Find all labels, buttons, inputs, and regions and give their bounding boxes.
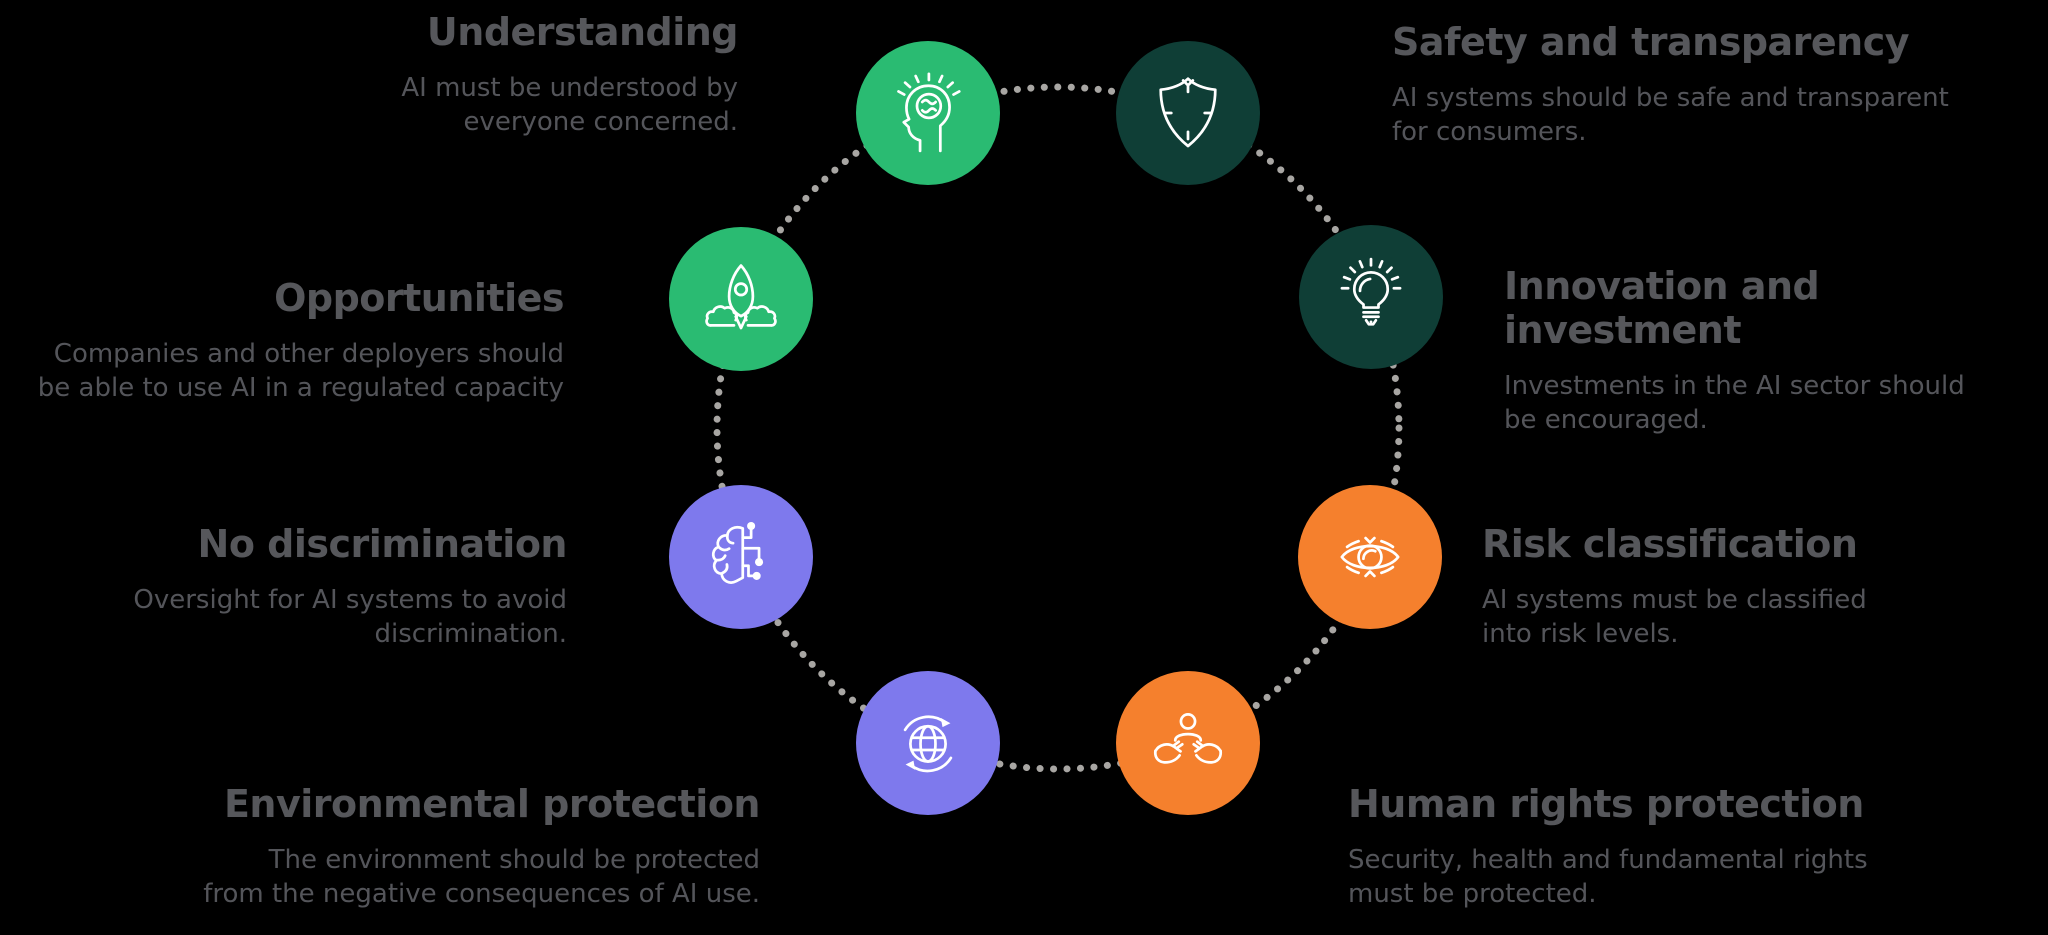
opportunities-badge <box>669 227 813 371</box>
shield-icon <box>1159 77 1217 148</box>
dotted-ring-circle <box>713 83 1403 773</box>
item-title: Environmental protection <box>223 782 761 826</box>
item-innovation-and-investment: Innovation and investment Investments in… <box>1504 264 1965 438</box>
item-description: AI systems must be classified into risk … <box>1482 585 1867 649</box>
environmental-badge <box>856 671 1000 815</box>
no-discrimination-badge <box>669 485 813 629</box>
globe-recycle-icon <box>903 715 953 773</box>
item-title: Opportunities <box>274 276 564 320</box>
item-understanding: Understanding AI must be understood by e… <box>401 10 738 140</box>
item-description: Companies and other deployers should be … <box>37 339 564 403</box>
item-human-rights-protection: Human rights protection Security, health… <box>1348 782 1868 912</box>
safety-badge <box>1116 41 1260 185</box>
item-environmental-protection: Environmental protection The environment… <box>203 782 760 912</box>
item-description: AI systems should be safe and transparen… <box>1392 83 1949 147</box>
eye-icon <box>1340 536 1400 578</box>
item-description: AI must be understood by everyone concer… <box>401 73 738 137</box>
item-risk-classification: Risk classification AI systems must be c… <box>1482 522 1867 652</box>
item-title: Risk classification <box>1482 522 1858 566</box>
brain-circuit-icon <box>711 521 764 584</box>
item-description: Investments in the AI sector should be e… <box>1504 371 1965 435</box>
item-description: Security, health and fundamental rights … <box>1348 845 1868 909</box>
item-safety-and-transparency: Safety and transparency AI systems shoul… <box>1392 20 1949 150</box>
item-no-discrimination: No discrimination Oversight for AI syste… <box>133 522 567 652</box>
hands-person-icon <box>1153 713 1223 764</box>
item-title: Human rights protection <box>1348 782 1864 826</box>
head-brain-icon <box>897 72 961 153</box>
item-opportunities: Opportunities Companies and other deploy… <box>37 276 565 406</box>
human-rights-badge <box>1116 671 1260 815</box>
item-title: No discrimination <box>197 522 568 566</box>
item-title: Understanding <box>426 10 739 54</box>
rocket-icon <box>705 264 777 330</box>
innovation-badge <box>1299 225 1443 369</box>
item-description: The environment should be protected from… <box>203 845 760 909</box>
lightbulb-icon <box>1340 257 1402 326</box>
item-title: Safety and transparency <box>1392 20 1910 64</box>
understanding-badge <box>856 41 1000 185</box>
item-title: Innovation and investment <box>1504 264 1820 353</box>
risk-classification-badge <box>1298 485 1442 629</box>
item-description: Oversight for AI systems to avoid discri… <box>133 585 567 649</box>
